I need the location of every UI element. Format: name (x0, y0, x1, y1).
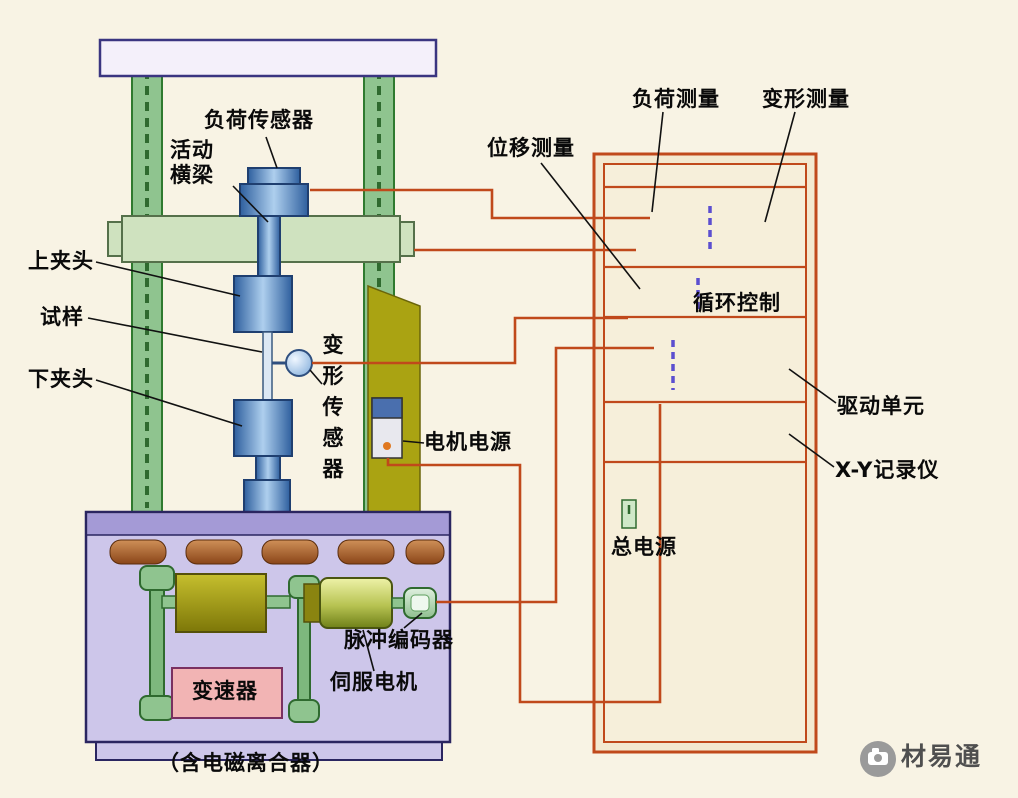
lower-cylinder (243, 479, 291, 513)
label-cycle-control: 循环控制 (693, 291, 781, 315)
label-deformation-sensor: 变形传感器 (322, 333, 344, 481)
control-cabinet (592, 152, 818, 754)
lower-shaft (255, 455, 281, 481)
load-train (233, 167, 313, 513)
main-power-switch (621, 499, 637, 529)
label-xy-recorder: X-Y记录仪 (835, 458, 940, 482)
label-load-measurement: 负荷测量 (632, 87, 720, 111)
watermark-logo (860, 741, 896, 777)
label-main-power: 总电源 (611, 535, 677, 559)
encoder-wire (436, 346, 654, 604)
label-upper-grip: 上夹头 (28, 249, 94, 273)
load-sensor-shape (239, 167, 309, 277)
label-gearbox: 变速器 (192, 679, 258, 703)
wires (310, 188, 662, 704)
load-sensor-wire (310, 188, 650, 220)
label-lower-grip: 下夹头 (28, 367, 94, 391)
label-clutch-note: （含电磁离合器） (158, 751, 334, 775)
roller-row (109, 539, 445, 565)
gearbox-block (161, 573, 291, 633)
label-drive-unit: 驱动单元 (837, 394, 925, 418)
specimen-shape (262, 331, 273, 403)
upper-grip-shape (233, 275, 293, 333)
pulse-encoder-shape (403, 587, 437, 619)
motor-power-wire (386, 404, 662, 704)
transmission-box (171, 667, 283, 719)
watermark-text: 材易通 (901, 742, 983, 771)
label-displacement-measurement: 位移测量 (487, 136, 575, 160)
servo-motor-shape (303, 577, 405, 629)
label-servo-motor: 伺服电机 (330, 670, 418, 694)
lower-grip-shape (233, 399, 293, 457)
motor-power-unit (371, 397, 403, 459)
leader-lines (87, 111, 837, 672)
top-beam (98, 38, 438, 78)
label-deformation-measurement: 变形测量 (762, 87, 850, 111)
side-panel (367, 284, 421, 513)
deformation-sensor-shape (272, 349, 313, 377)
label-pulse-encoder: 脉冲编码器 (344, 628, 454, 652)
label-motor-power: 电机电源 (424, 430, 512, 454)
cabinet-connectors (671, 206, 712, 390)
deformation-wire (312, 316, 628, 365)
left-column (131, 47, 163, 513)
label-movable-crossbeam: 活动横梁 (170, 138, 214, 187)
left-belt-drive (139, 565, 175, 721)
cabinet-section-lines (604, 185, 806, 464)
machine-base (84, 510, 452, 761)
label-specimen: 试样 (40, 305, 84, 329)
label-load-sensor: 负荷传感器 (204, 108, 314, 132)
